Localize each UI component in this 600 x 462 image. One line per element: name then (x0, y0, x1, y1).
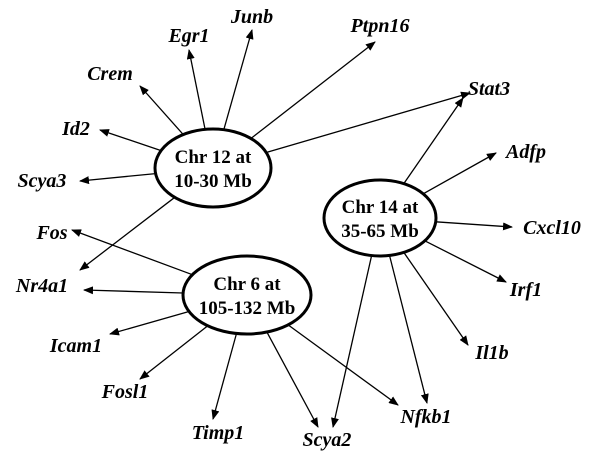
edge-chr14-to-stat3 (403, 97, 464, 184)
edge-chr12-to-scya3 (79, 172, 156, 185)
edge-chr14-to-scya2 (331, 255, 373, 428)
edge-chr6-to-fos (71, 229, 193, 276)
hub-chr14-ellipse (322, 178, 438, 258)
edge-chr14-to-cxcl10 (435, 221, 513, 231)
edge-layer (71, 29, 513, 428)
gene-stat3: Stat3 (468, 78, 510, 100)
gene-id2: Id2 (61, 118, 90, 140)
edge-chr6-to-timp1 (211, 333, 238, 420)
gene-adfp: Adfp (504, 141, 546, 163)
gene-crem: Crem (87, 63, 133, 85)
edge-chr12-to-ptpn16 (250, 41, 376, 140)
hub-chr14-line1: Chr 14 at (342, 197, 419, 218)
hub-chr6-line2: 105-132 Mb (199, 298, 296, 319)
gene-fosl1: Fosl1 (101, 381, 149, 403)
hub-chr6-line1: Chr 6 at (213, 274, 281, 295)
edge-chr12-to-junb (223, 29, 254, 130)
edge-chr14-to-il1b (403, 252, 469, 346)
hub-chr12: Chr 12 at 10-30 Mb (153, 127, 273, 209)
gene-scya2: Scya2 (303, 429, 352, 451)
gene-irf1: Irf1 (509, 279, 542, 301)
gene-scya3: Scya3 (18, 170, 67, 192)
gene-egr1: Egr1 (167, 25, 209, 47)
hub-chr12-line2: 10-30 Mb (174, 171, 252, 192)
hub-chr12-line1: Chr 12 at (175, 147, 252, 168)
edge-chr6-to-scya2 (266, 331, 319, 428)
edge-chr14-to-nfkb1 (388, 255, 429, 404)
edge-chr6-to-nr4a1 (83, 286, 184, 295)
gene-il1b: Il1b (474, 342, 508, 364)
hub-chr12-ellipse (153, 127, 273, 209)
edge-chr12-to-nr4a1 (79, 196, 176, 271)
gene-fos: Fos (35, 222, 67, 244)
edge-chr6-to-icam1 (109, 310, 190, 336)
edge-chr6-to-fosl1 (139, 325, 209, 380)
edge-chr12-to-id2 (99, 129, 162, 152)
hub-chr6: Chr 6 at 105-132 Mb (181, 254, 313, 336)
gene-ptpn16: Ptpn16 (350, 15, 410, 37)
gene-timp1: Timp1 (192, 422, 245, 444)
gene-nr4a1: Nr4a1 (15, 275, 68, 297)
gene-cxcl10: Cxcl10 (523, 217, 581, 239)
gene-nfkb1: Nfkb1 (399, 406, 451, 428)
gene-junb: Junb (230, 6, 273, 28)
edge-chr14-to-adfp (422, 152, 497, 195)
hub-chr14-line2: 35-65 Mb (341, 221, 419, 242)
edge-chr6-to-nfkb1 (287, 324, 399, 406)
edge-chr12-to-egr1 (186, 49, 206, 130)
edge-chr12-to-stat3 (266, 91, 471, 154)
gene-icam1: Icam1 (49, 335, 102, 357)
hub-chr6-ellipse (181, 254, 313, 336)
hub-chr14: Chr 14 at 35-65 Mb (322, 178, 438, 258)
edge-chr14-to-irf1 (424, 240, 507, 283)
edge-chr12-to-crem (139, 85, 184, 135)
